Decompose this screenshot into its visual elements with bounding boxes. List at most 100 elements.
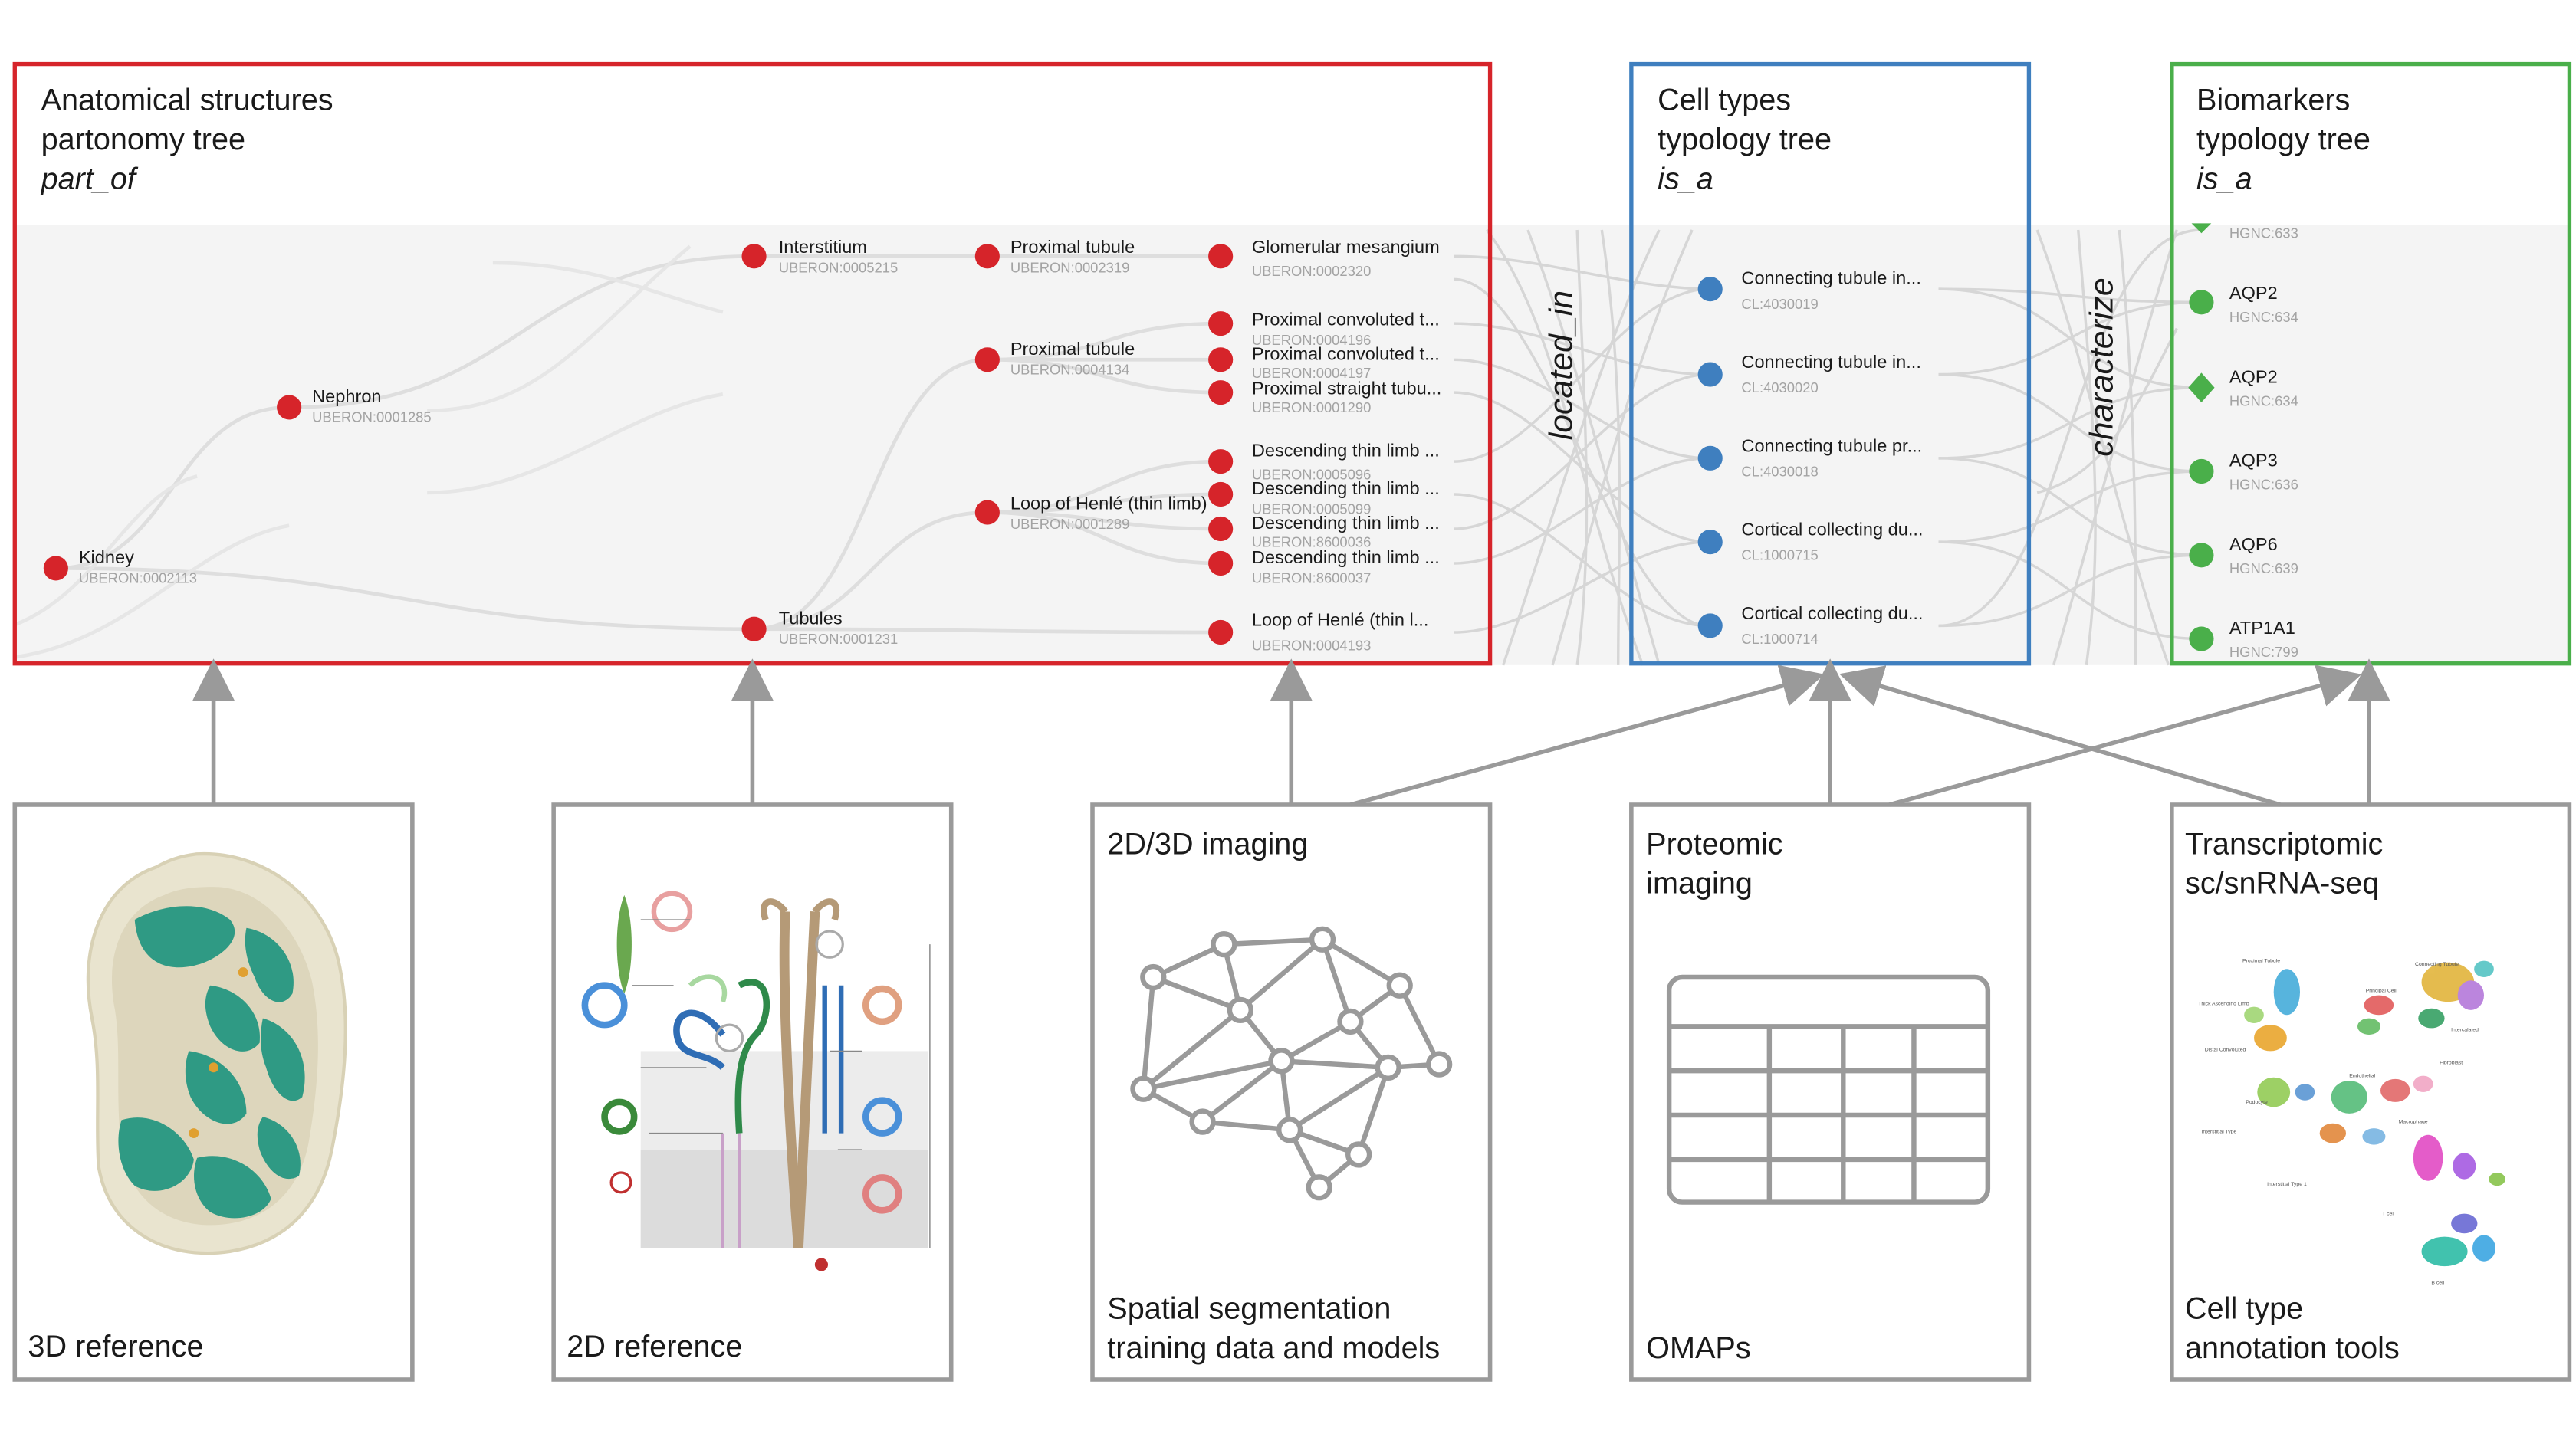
svg-text:Cortical collecting du...: Cortical collecting du... bbox=[1741, 603, 1923, 623]
anatomy-node[interactable]: Descending thin limb ... UBERON:0005096 bbox=[1208, 441, 1440, 483]
source-proteomic-output: OMAPs bbox=[1646, 1331, 1751, 1365]
biomarkers-title-line2: typology tree bbox=[2196, 123, 2371, 156]
svg-text:CL:1000714: CL:1000714 bbox=[1741, 631, 1818, 647]
anatomy-node[interactable]: Proximal convoluted t... UBERON:0004196 bbox=[1208, 309, 1440, 348]
svg-text:UBERON:0005099: UBERON:0005099 bbox=[1252, 501, 1372, 517]
table-icon bbox=[1666, 974, 1991, 1205]
source-boxes bbox=[12, 802, 2572, 1382]
cell-type-node[interactable]: Connecting tubule in...CL:4030019 bbox=[1697, 268, 1921, 312]
anatomy-title-line2: partonomy tree bbox=[41, 123, 246, 156]
source-box-3d-reference bbox=[12, 802, 415, 1382]
svg-text:Proximal convoluted t...: Proximal convoluted t... bbox=[1252, 343, 1440, 363]
svg-text:Descending thin limb ...: Descending thin limb ... bbox=[1252, 441, 1440, 461]
anatomy-node[interactable]: Proximal straight tubu...UBERON:0001290 bbox=[1208, 378, 1441, 415]
source-transcriptomic-output-line1: Cell type bbox=[2185, 1292, 2303, 1326]
cell-type-node[interactable]: Connecting tubule in...CL:4030020 bbox=[1697, 352, 1921, 395]
source-proteomic-title-line2: imaging bbox=[1646, 867, 1753, 901]
svg-text:HGNC:636: HGNC:636 bbox=[2229, 477, 2298, 493]
anatomy-node[interactable]: Loop of Henlé (thin limb)UBERON:0001289 bbox=[974, 493, 1208, 532]
svg-text:Proximal straight tubu...: Proximal straight tubu... bbox=[1252, 378, 1442, 398]
cell-type-node[interactable]: Cortical collecting du...CL:1000715 bbox=[1697, 520, 1924, 563]
anatomy-node[interactable]: Loop of Henlé (thin l...UBERON:0004193 bbox=[1208, 609, 1429, 654]
anatomy-relation: part_of bbox=[41, 162, 139, 195]
cell-type-node[interactable]: Cortical collecting du... CL:1000714 bbox=[1697, 603, 1924, 647]
anatomy-node[interactable]: Descending thin limb ...UBERON:8600036 bbox=[1208, 513, 1440, 550]
source-box-imaging bbox=[1090, 802, 1493, 1382]
network-icon bbox=[1130, 926, 1453, 1201]
svg-text:Proximal tubule: Proximal tubule bbox=[1010, 237, 1135, 257]
svg-text:CL:1000715: CL:1000715 bbox=[1741, 547, 1818, 563]
anatomy-title-line1: Anatomical structures bbox=[41, 84, 334, 117]
biomarkers-title-line1: Biomarkers bbox=[2196, 84, 2350, 117]
svg-text:Tubules: Tubules bbox=[779, 608, 843, 628]
svg-text:UBERON:0004197: UBERON:0004197 bbox=[1252, 365, 1372, 381]
svg-text:UBERON:0005096: UBERON:0005096 bbox=[1252, 467, 1372, 483]
biomarkers-relation: is_a bbox=[2196, 162, 2252, 195]
svg-text:UBERON:0002319: UBERON:0002319 bbox=[1010, 260, 1130, 276]
located-in-label: located_in bbox=[1543, 290, 1580, 440]
cell-type-node[interactable]: Connecting tubule pr...CL:4030018 bbox=[1697, 435, 1923, 479]
svg-text:AQP3: AQP3 bbox=[2229, 451, 2278, 471]
source-imaging-output-line1: Spatial segmentation bbox=[1107, 1292, 1391, 1326]
svg-text:Endothelial: Endothelial bbox=[2349, 1074, 2375, 1079]
svg-text:Descending thin limb ...: Descending thin limb ... bbox=[1252, 513, 1440, 533]
umap-scatter-icon: Proximal Tubule Thick Ascending Limb Dis… bbox=[2198, 959, 2505, 1286]
svg-text:UBERON:0005215: UBERON:0005215 bbox=[779, 260, 899, 276]
svg-text:Loop of Henlé (thin l...: Loop of Henlé (thin l... bbox=[1252, 609, 1429, 629]
svg-text:Interstitial Type 1: Interstitial Type 1 bbox=[2267, 1182, 2307, 1187]
svg-text:UBERON:0004196: UBERON:0004196 bbox=[1252, 332, 1372, 348]
anatomy-node[interactable]: Descending thin limb ...UBERON:8600037 bbox=[1208, 547, 1440, 586]
cell-types-relation: is_a bbox=[1658, 162, 1714, 195]
source-2d-reference-label: 2D reference bbox=[567, 1330, 742, 1363]
source-arrows bbox=[192, 658, 2390, 807]
source-imaging-output-line2: training data and models bbox=[1107, 1331, 1440, 1365]
source-proteomic-title-line1: Proteomic bbox=[1646, 827, 1783, 861]
svg-text:HGNC:633: HGNC:633 bbox=[2229, 225, 2298, 241]
source-box-transcriptomic bbox=[2170, 802, 2572, 1382]
svg-text:Proximal Tubule: Proximal Tubule bbox=[2242, 959, 2280, 964]
anatomy-tree-links bbox=[15, 244, 1221, 659]
svg-text:Macrophage: Macrophage bbox=[2399, 1120, 2428, 1125]
svg-text:Fibroblast: Fibroblast bbox=[2440, 1061, 2463, 1066]
svg-text:CL:4030018: CL:4030018 bbox=[1741, 463, 1818, 479]
svg-text:T cell: T cell bbox=[2382, 1212, 2395, 1217]
characterize-label: characterize bbox=[2084, 277, 2121, 456]
svg-text:ATP1A1: ATP1A1 bbox=[2229, 618, 2295, 638]
svg-text:Connecting Tubule: Connecting Tubule bbox=[2415, 962, 2459, 967]
svg-text:Principal Cell: Principal Cell bbox=[2366, 988, 2397, 993]
source-3d-reference-label: 3D reference bbox=[28, 1330, 203, 1363]
svg-text:CL:4030020: CL:4030020 bbox=[1741, 379, 1818, 395]
svg-text:HGNC:634: HGNC:634 bbox=[2229, 309, 2298, 325]
biomarker-node[interactable]: HGNC:633 bbox=[2191, 223, 2298, 241]
kidney-3d-icon bbox=[86, 852, 347, 1255]
cell-types-title-line1: Cell types bbox=[1658, 84, 1791, 117]
cell-types-title-line2: typology tree bbox=[1658, 123, 1832, 156]
source-transcriptomic-output-line2: annotation tools bbox=[2185, 1331, 2400, 1365]
svg-text:B cell: B cell bbox=[2431, 1281, 2444, 1286]
svg-text:CL:4030019: CL:4030019 bbox=[1741, 296, 1818, 312]
anatomy-node[interactable]: Descending thin limb ... UBERON:0005099 bbox=[1208, 478, 1440, 517]
source-box-proteomic bbox=[1629, 802, 2032, 1382]
svg-text:AQP6: AQP6 bbox=[2229, 534, 2278, 554]
svg-text:Descending thin limb ...: Descending thin limb ... bbox=[1252, 478, 1440, 498]
svg-text:Proximal convoluted t...: Proximal convoluted t... bbox=[1252, 309, 1440, 329]
anatomy-node[interactable]: Proximal convoluted t... UBERON:0004197 bbox=[1208, 343, 1440, 381]
svg-text:UBERON:0001290: UBERON:0001290 bbox=[1252, 399, 1372, 415]
svg-text:UBERON:0002320: UBERON:0002320 bbox=[1252, 263, 1372, 279]
nephron-illustration-icon bbox=[581, 891, 931, 1271]
svg-text:HGNC:634: HGNC:634 bbox=[2229, 392, 2298, 409]
